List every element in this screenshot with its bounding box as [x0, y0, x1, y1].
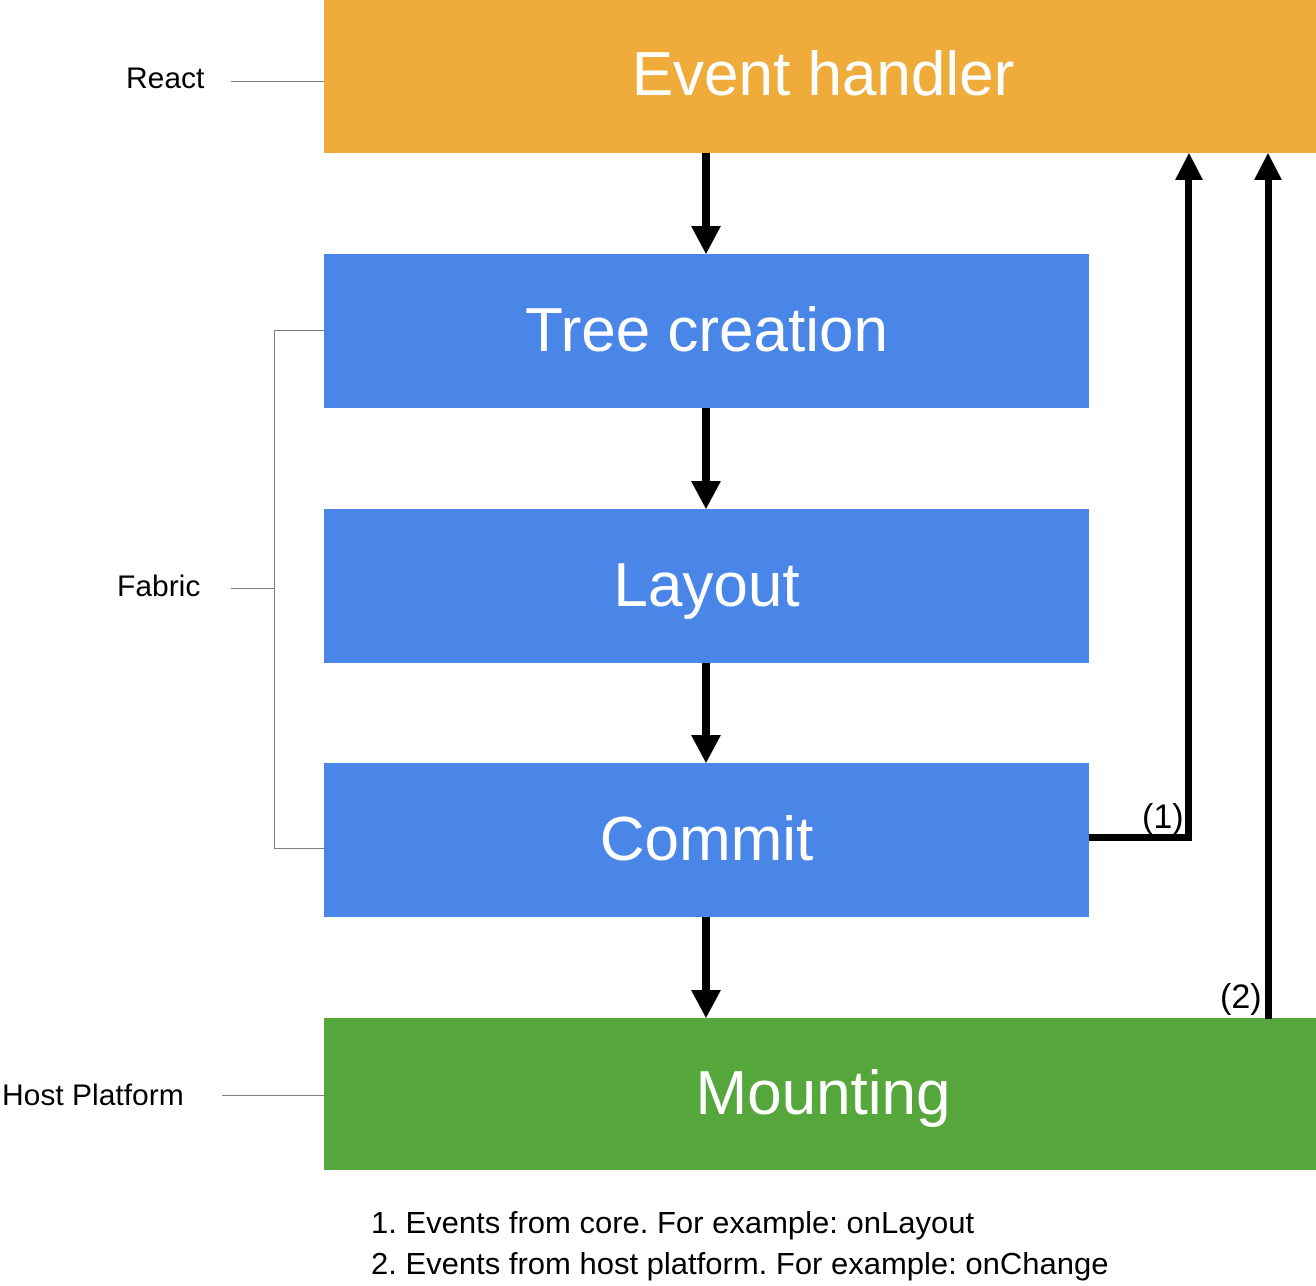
node-layout-label: Layout	[613, 551, 800, 620]
arrow-head-down-icon	[691, 735, 721, 763]
arrow-shaft	[702, 153, 710, 229]
node-event-handler-label: Event handler	[631, 39, 1015, 109]
arrow-layout-to-commit	[691, 663, 721, 763]
layer-label-fabric: Fabric	[117, 570, 201, 603]
layer-label-host-platform: Host Platform	[2, 1079, 184, 1112]
node-mounting: Mounting	[324, 1018, 1316, 1170]
footnote-line-1: 1. Events from core. For example: onLayo…	[371, 1205, 975, 1240]
arrow-event-handler-to-tree-creation	[691, 153, 721, 254]
layer-label-react: React	[126, 62, 205, 95]
arrow-commit-to-event-handler	[1089, 153, 1203, 841]
node-commit: Commit	[324, 763, 1089, 917]
arrow-head-up-icon	[1254, 153, 1282, 180]
leader-line-fabric	[231, 588, 275, 589]
callout-one: (1)	[1142, 798, 1184, 836]
leader-line-host-platform	[222, 1095, 324, 1096]
arrow-head-down-icon	[691, 226, 721, 254]
node-commit-label: Commit	[599, 805, 814, 874]
arrow-segment-horizontal	[1089, 834, 1188, 841]
node-tree-creation: Tree creation	[324, 254, 1089, 408]
callout-two: (2)	[1220, 978, 1262, 1016]
arrow-head-up-icon	[1175, 153, 1203, 180]
arrow-commit-to-mounting	[691, 917, 721, 1018]
leader-line-react	[231, 81, 324, 82]
arrow-shaft	[702, 663, 710, 738]
node-tree-creation-label: Tree creation	[525, 296, 888, 365]
footnote-line-2: 2. Events from host platform. For exampl…	[371, 1246, 1109, 1281]
footnotes: 1. Events from core. For example: onLayo…	[371, 1202, 1271, 1284]
arrow-shaft	[702, 917, 710, 993]
arrow-segment-vertical	[1265, 178, 1272, 1019]
arrow-tree-creation-to-layout	[691, 408, 721, 509]
fabric-group-bracket	[274, 330, 324, 849]
node-layout: Layout	[324, 509, 1089, 663]
arrow-mounting-to-event-handler	[1254, 153, 1282, 1019]
arrow-head-down-icon	[691, 990, 721, 1018]
node-event-handler: Event handler	[324, 0, 1316, 153]
arrow-head-down-icon	[691, 481, 721, 509]
arrow-shaft	[702, 408, 710, 484]
arrow-segment-vertical	[1185, 178, 1192, 841]
node-mounting-label: Mounting	[695, 1059, 951, 1128]
